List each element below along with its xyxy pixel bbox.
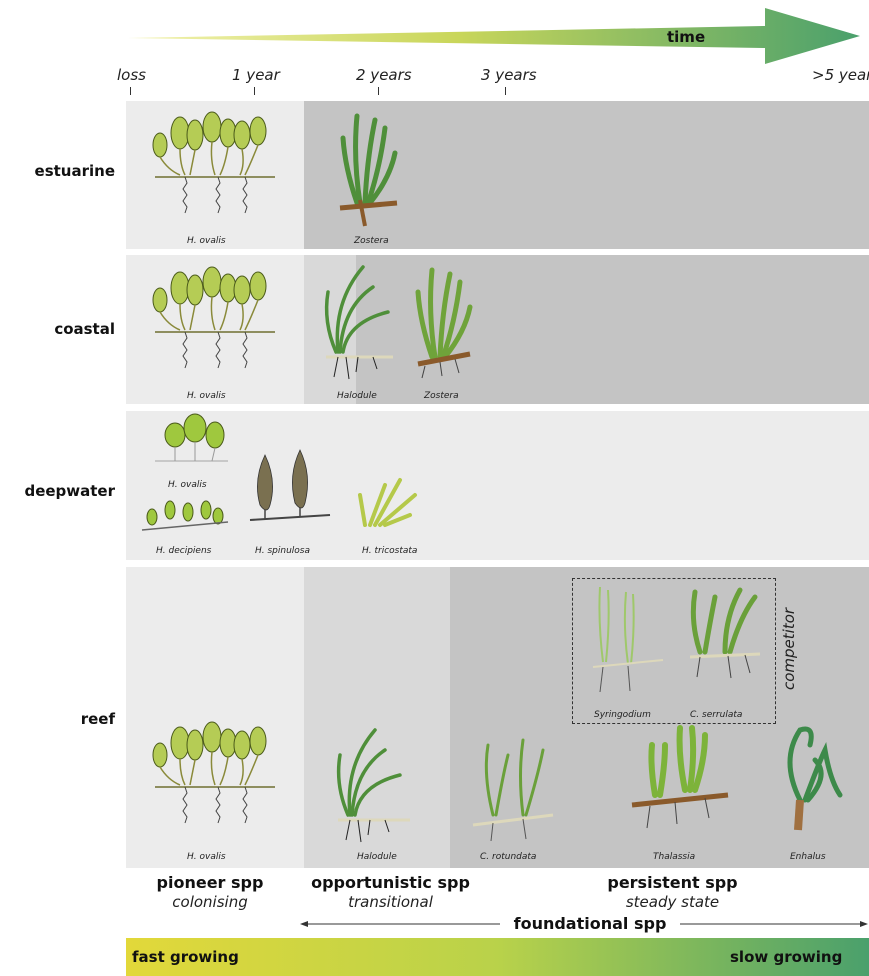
tick-label-1-year: 1 year bbox=[232, 66, 280, 84]
thalassia-illustration bbox=[630, 720, 730, 840]
zostera-illustration bbox=[335, 108, 405, 228]
species-label: Thalassia bbox=[653, 852, 695, 862]
species-label: Halodule bbox=[357, 852, 397, 862]
c-serrulata-illustration bbox=[680, 582, 770, 692]
h-tricostata-illustration bbox=[355, 470, 425, 540]
syringodium-illustration bbox=[588, 582, 668, 702]
species-label: Zostera bbox=[354, 236, 389, 246]
deepwater-zone bbox=[126, 411, 869, 560]
tick-label-5-years: >5 years bbox=[812, 66, 869, 84]
row-label-deepwater: deepwater bbox=[0, 482, 115, 500]
species-label: H. ovalis bbox=[168, 480, 207, 490]
species-label: Zostera bbox=[424, 391, 459, 401]
species-label: C. serrulata bbox=[690, 710, 742, 720]
row-label-reef: reef bbox=[0, 710, 115, 728]
species-label: H. ovalis bbox=[187, 391, 226, 401]
species-label: Enhalus bbox=[790, 852, 826, 862]
tick-mark bbox=[505, 87, 506, 95]
tick-mark bbox=[254, 87, 255, 95]
h-ovalis-illustration bbox=[150, 260, 280, 380]
species-label: H. tricostata bbox=[362, 546, 417, 556]
species-label: Syringodium bbox=[594, 710, 651, 720]
tick-label-3-years: 3 years bbox=[481, 66, 537, 84]
growth-bar-right-label: slow growing bbox=[730, 948, 842, 966]
competitor-label: competitor bbox=[780, 608, 798, 690]
row-label-estuarine: estuarine bbox=[0, 162, 115, 180]
species-label: H. spinulosa bbox=[255, 546, 310, 556]
species-label: C. rotundata bbox=[480, 852, 536, 862]
tick-label-2-years: 2 years bbox=[356, 66, 412, 84]
species-label: H. ovalis bbox=[187, 236, 226, 246]
halodule-illustration bbox=[318, 262, 398, 387]
enhalus-illustration bbox=[770, 720, 850, 840]
growth-bar-left-label: fast growing bbox=[132, 948, 239, 966]
category-subtitle-pioneer: colonising bbox=[140, 893, 280, 911]
h-decipiens-illustration bbox=[140, 492, 230, 542]
halodule-illustration bbox=[330, 725, 420, 850]
species-label: H. ovalis bbox=[187, 852, 226, 862]
h-spinulosa-illustration bbox=[245, 445, 335, 540]
category-title-opportunistic: opportunistic spp bbox=[298, 873, 483, 892]
tick-label-loss: loss bbox=[117, 66, 146, 84]
category-subtitle-opportunistic: transitional bbox=[298, 893, 483, 911]
category-subtitle-persistent: steady state bbox=[590, 893, 755, 911]
foundational-label: foundational spp bbox=[500, 914, 680, 933]
h-ovalis-illustration bbox=[150, 105, 280, 225]
h-ovalis-illustration bbox=[150, 413, 230, 473]
time-arrow bbox=[0, 0, 869, 70]
h-ovalis-illustration bbox=[150, 715, 280, 835]
species-label: H. decipiens bbox=[156, 546, 211, 556]
tick-mark bbox=[378, 87, 379, 95]
row-label-coastal: coastal bbox=[0, 320, 115, 338]
tick-mark bbox=[130, 87, 131, 95]
zostera-illustration bbox=[410, 262, 480, 387]
category-title-persistent: persistent spp bbox=[590, 873, 755, 892]
c-rotundata-illustration bbox=[468, 735, 558, 845]
species-label: Halodule bbox=[337, 391, 377, 401]
category-title-pioneer: pioneer spp bbox=[140, 873, 280, 892]
time-arrow-label: time bbox=[667, 28, 705, 46]
